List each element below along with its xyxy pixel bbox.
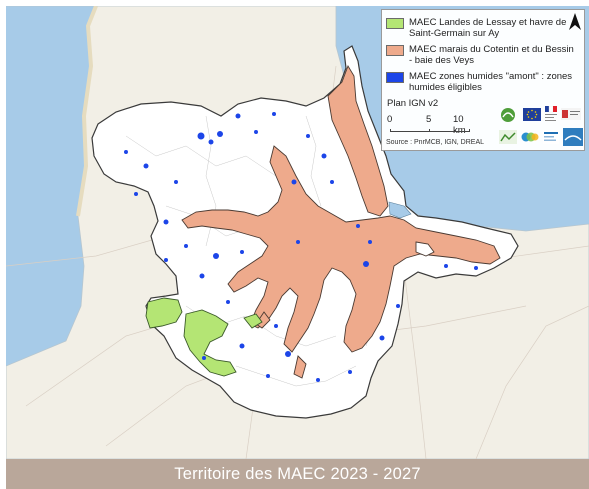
legend-item-zones-humides: MAEC zones humides "amont" : zones humid…: [386, 71, 579, 93]
map-title: Territoire des MAEC 2023 - 2027: [174, 464, 421, 483]
region-logo: [561, 108, 581, 120]
source-credit: Source : PnrMCB, IGN, DREAL: [386, 139, 485, 146]
water-agency-logo: [563, 128, 583, 146]
agence-eau-logo: [543, 130, 559, 144]
basemap-label: Plan IGN v2: [387, 98, 439, 109]
partner-logos: [499, 106, 583, 150]
feader-logo: [499, 130, 517, 144]
legend-item-landes: MAEC Landes de Lessay et havre de Saint-…: [386, 17, 579, 39]
scale-tick-10: 10 km: [453, 114, 466, 136]
republique-logo: [545, 106, 557, 121]
scale-tick-5: 5: [426, 114, 432, 125]
maec-marais-zone: [181, 64, 501, 379]
maec-landes-zone: [145, 297, 263, 377]
legend-swatch-landes: [386, 18, 404, 29]
legend-item-marais: MAEC marais du Cotentin et du Bessin - b…: [386, 44, 579, 66]
ofb-logo: [521, 132, 539, 142]
scale-bar-mid: [429, 129, 430, 132]
scale-tick-0: 0: [387, 114, 393, 125]
pnr-logo: [501, 108, 515, 122]
north-arrow-icon: [569, 13, 581, 30]
legend-swatch-zones-humides: [386, 72, 404, 83]
legend-label-zones-humides: MAEC zones humides "amont" : zones humid…: [409, 71, 573, 93]
scale-bar-line: [390, 129, 470, 132]
maec-zones-humides-amont: [124, 112, 478, 382]
coast-dune: [76, 6, 98, 217]
legend-swatch-marais: [386, 45, 404, 56]
scale-bar: 0 5 10 km: [387, 114, 475, 142]
map-title-band: Territoire des MAEC 2023 - 2027: [6, 459, 589, 489]
map-legend: MAEC Landes de Lessay et havre de Saint-…: [381, 9, 585, 151]
legend-label-landes: MAEC Landes de Lessay et havre de Saint-…: [409, 17, 567, 39]
baie-des-veys-water: [388, 201, 412, 219]
europe-flag-logo: [523, 108, 541, 121]
legend-label-marais: MAEC marais du Cotentin et du Bessin - b…: [409, 44, 574, 66]
